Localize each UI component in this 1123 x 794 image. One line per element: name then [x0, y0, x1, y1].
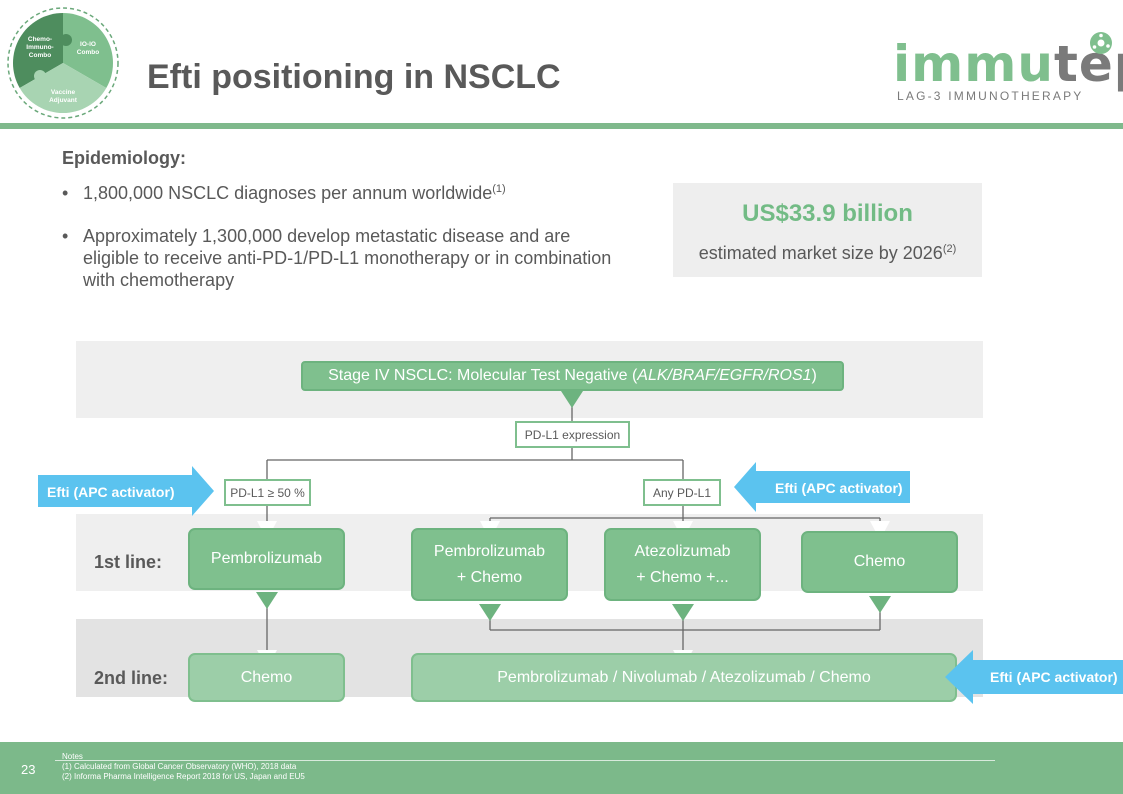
- footer-bar: [0, 742, 1123, 794]
- epidemiology-list: 1,800,000 NSCLC diagnoses per annum worl…: [62, 182, 622, 312]
- footnote-2: (2) Informa Pharma Intelligence Report 2…: [62, 772, 305, 781]
- badge-seg1-l3: Combo: [29, 52, 51, 59]
- bullet-text: Approximately 1,300,000 develop metastat…: [83, 226, 612, 290]
- treatment-label: Chemo: [853, 553, 906, 570]
- efti-arrow-left-icon: [38, 466, 214, 516]
- footnote-1: (1) Calculated from Global Cancer Observ…: [62, 762, 297, 771]
- efti-label-second-line: Efti (APC activator): [990, 669, 1118, 685]
- treatment-label-line2: + Chemo: [456, 568, 523, 586]
- pdl1-high-box: PD-L1 ≥ 50 %: [224, 479, 311, 506]
- second-line-chemo: Chemo: [188, 653, 345, 702]
- badge-seg2-l2: Combo: [77, 49, 99, 56]
- efti-arrow-second-line-icon: [945, 650, 1123, 704]
- treatment-label: Pembrolizumab: [210, 550, 323, 567]
- epidemiology-heading: Epidemiology:: [62, 148, 187, 168]
- second-line-label: 2nd line:: [94, 668, 169, 688]
- stage-text: Stage IV NSCLC: Molecular Test Negative …: [328, 363, 817, 389]
- first-line-pembrolizumab-chemo: Pembrolizumab + Chemo: [411, 528, 568, 601]
- badge-seg1-l2: Immuno-: [26, 44, 53, 51]
- market-description-text: estimated market size by 2026: [698, 243, 943, 263]
- market-description: estimated market size by 2026(2): [673, 243, 982, 264]
- badge-seg3-l2: Adjuvant: [49, 97, 78, 104]
- first-line-chemo: Chemo: [801, 531, 958, 593]
- efti-arrow-right-icon: [734, 462, 910, 512]
- pdl1-expression-box: PD-L1 expression: [515, 421, 630, 448]
- bullet-text: 1,800,000 NSCLC diagnoses per annum worl…: [83, 183, 493, 203]
- stage-markers: ALK/BRAF/EGFR/ROS1: [637, 367, 812, 384]
- treatment-label: Pembrolizumab: [433, 542, 546, 560]
- second-line-combo: Pembrolizumab / Nivolumab / Atezolizumab…: [411, 653, 957, 702]
- stage-iv-box: Stage IV NSCLC: Molecular Test Negative …: [301, 361, 844, 391]
- logo-word-part1: immu: [893, 35, 1054, 93]
- treatment-label: Atezolizumab: [634, 542, 731, 560]
- notes-title: Notes: [62, 752, 83, 761]
- notes-divider: [55, 760, 995, 761]
- badge-seg3-l1: Vaccine: [51, 89, 76, 96]
- stage-suffix: ): [811, 367, 817, 384]
- footnotes: Notes (1) Calculated from Global Cancer …: [62, 752, 305, 782]
- page-title: Efti positioning in NSCLC: [147, 58, 561, 96]
- stage-prefix: Stage IV NSCLC: Molecular Test Negative …: [328, 367, 638, 384]
- immutep-logo: immutep: [893, 34, 1123, 94]
- epidemiology-bullet: Approximately 1,300,000 develop metastat…: [62, 225, 622, 291]
- header-divider: [0, 123, 1123, 129]
- badge-seg1-l1: Chemo-: [28, 36, 52, 43]
- page-number: 23: [21, 762, 36, 777]
- epidemiology-bullet: 1,800,000 NSCLC diagnoses per annum worl…: [62, 182, 622, 204]
- badge-seg2-l1: IO-IO: [80, 41, 96, 48]
- treatment-label-line2: + Chemo +...: [636, 568, 729, 586]
- first-line-pembrolizumab: Pembrolizumab: [188, 528, 345, 590]
- first-line-label: 1st line:: [94, 552, 163, 572]
- bullet-footnote: (1): [492, 183, 506, 195]
- first-line-atezolizumab-chemo: Atezolizumab + Chemo +...: [604, 528, 761, 601]
- logo-molecule-icon: [1090, 32, 1112, 54]
- market-value: US$33.9 billion: [742, 200, 913, 227]
- market-size-box: US$33.9 billion estimated market size by…: [673, 183, 982, 277]
- combo-badge-icon: Chemo- Immuno- Combo IO-IO Combo Vaccine…: [7, 7, 119, 119]
- efti-label-right: Efti (APC activator): [775, 480, 903, 496]
- logo-tagline: LAG-3 IMMUNOTHERAPY: [897, 89, 1084, 103]
- efti-label-left: Efti (APC activator): [47, 484, 175, 500]
- market-footnote: (2): [942, 243, 957, 255]
- pdl1-any-box: Any PD-L1: [643, 479, 721, 506]
